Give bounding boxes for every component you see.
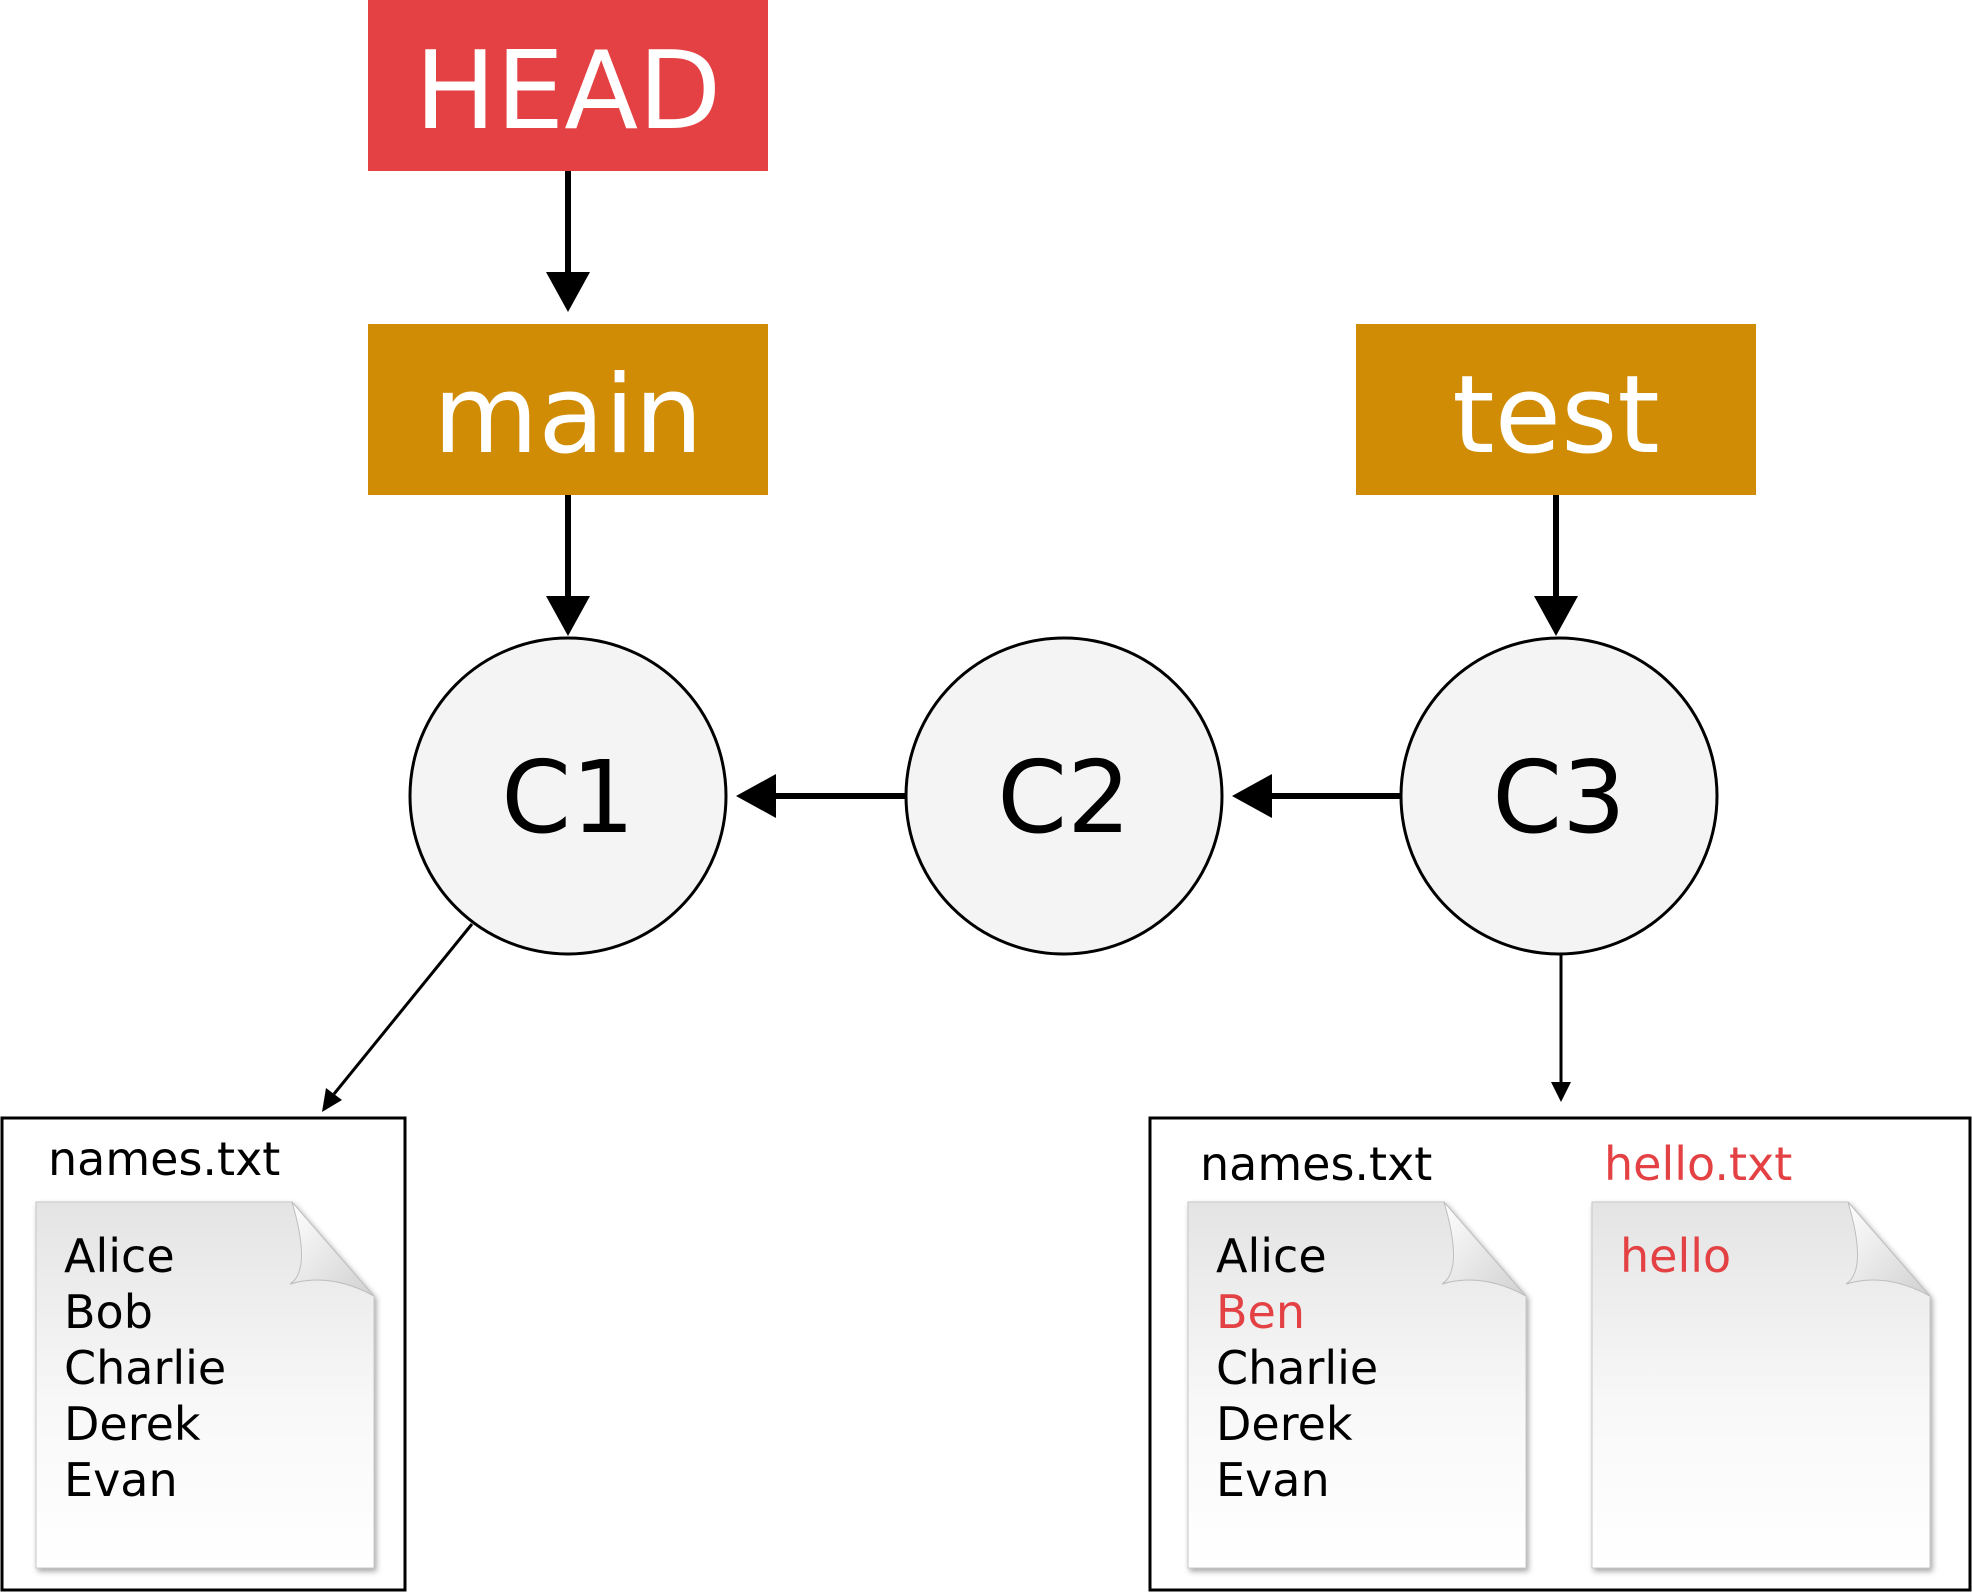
file-icon-hello (1591, 1201, 1931, 1569)
commit-c2: C2 (904, 636, 1224, 956)
snapshot-c3-hello-title: hello.txt (1604, 1137, 1792, 1191)
head-to-main-arrow (546, 171, 590, 312)
branch-main-box (368, 324, 768, 495)
branch-test: test (1356, 324, 1756, 495)
branch-main-label: main (433, 353, 703, 478)
c3-snapshot-pointer (1551, 954, 1571, 1102)
file-line: Derek (1216, 1397, 1353, 1451)
snapshot-c3-names-title: names.txt (1200, 1137, 1432, 1191)
file-line: hello (1620, 1229, 1731, 1283)
file-line: Derek (64, 1397, 201, 1451)
head-ref: HEAD (368, 0, 768, 171)
snapshot-c3-hello-lines: hello (1620, 1229, 1731, 1283)
file-icon-names (1187, 1201, 1527, 1569)
file-line: Evan (1216, 1453, 1330, 1507)
file-line: Alice (64, 1229, 175, 1283)
file-line: Alice (1216, 1229, 1327, 1283)
commit-c3-label: C3 (1492, 739, 1625, 856)
file-icon-names (35, 1201, 375, 1569)
c3-to-c2-parent-arrow (1232, 774, 1401, 818)
commit-c1-node (408, 636, 728, 956)
commit-c1: C1 (408, 636, 728, 956)
commit-c3: C3 (1399, 636, 1719, 956)
file-line: Ben (1216, 1285, 1305, 1339)
snapshot-c1-file-title: names.txt (48, 1132, 280, 1186)
head-ref-label: HEAD (415, 29, 722, 154)
main-to-c1-arrow (546, 495, 590, 636)
file-line: Bob (64, 1285, 153, 1339)
file-line: Charlie (1216, 1341, 1378, 1395)
c1-snapshot-pointer (322, 923, 474, 1112)
commit-c1-label: C1 (501, 739, 634, 856)
test-to-c3-arrow (1534, 495, 1578, 636)
branch-test-label: test (1452, 353, 1659, 478)
commit-c2-label: C2 (997, 739, 1130, 856)
branch-test-box (1356, 324, 1756, 495)
c2-to-c1-parent-arrow (736, 774, 906, 818)
branch-main: main (368, 324, 768, 495)
file-line: Evan (64, 1453, 178, 1507)
file-line: Charlie (64, 1341, 226, 1395)
head-ref-box (368, 0, 768, 171)
snapshot-c3: names.txt hello.txt AliceBenCharlieDerek… (1148, 1116, 1972, 1592)
